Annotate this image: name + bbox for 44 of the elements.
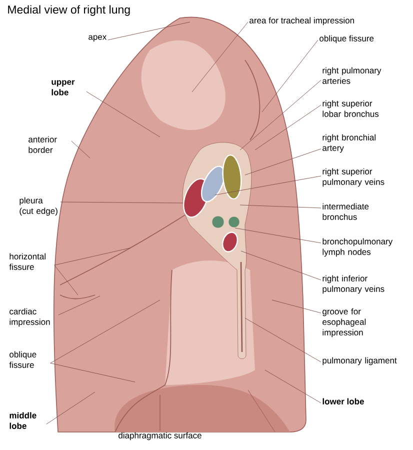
part-label: cardiac impression: [10, 308, 50, 327]
leader-line: [234, 228, 322, 244]
leader-line: [272, 300, 322, 314]
leader-line: [240, 204, 322, 208]
part-label: pulmonary ligament: [322, 357, 397, 366]
part-label: horizontal fissure: [9, 253, 46, 270]
leader-line: [240, 250, 322, 280]
part-label: oblique fissure: [9, 351, 36, 368]
part-label: upper lobe: [52, 80, 75, 96]
part-label: anterior border: [28, 136, 57, 153]
part-label: groove for esophageal impression: [322, 308, 366, 338]
part-label: diaphragmatic surface: [118, 432, 202, 440]
leader-line: [214, 176, 322, 196]
leader-line: [244, 318, 322, 362]
title: Medial view of right lung: [8, 5, 130, 16]
part-label: apex: [88, 35, 107, 42]
leader-line: [54, 264, 78, 296]
part-label: bronchopulmonary lymph nodes: [322, 238, 393, 257]
leader-line: [50, 300, 160, 364]
leader-line: [262, 40, 318, 112]
leader-line: [240, 80, 322, 150]
part-label: middle lobe: [10, 412, 36, 429]
leader-line: [71, 140, 90, 158]
leader-line: [254, 104, 322, 150]
leader-line: [50, 362, 136, 382]
leader-line: [46, 392, 96, 424]
part-label: intermediate bronchus: [322, 203, 369, 220]
leader-line: [264, 370, 322, 404]
leader-line: [54, 248, 130, 266]
leader-line: [108, 22, 190, 40]
leader-line: [244, 148, 322, 176]
part-label: pleura (cut edge): [20, 197, 58, 216]
part-label: right bronchial artery: [322, 134, 376, 153]
part-label: right pulmonary arteries: [322, 67, 382, 84]
part-label: lower lobe: [322, 398, 364, 404]
leader-line: [58, 296, 100, 316]
part-label: right superior pulmonary veins: [322, 168, 384, 187]
part-label: oblique fissure: [320, 35, 374, 44]
part-label: right inferior pulmonary veins: [322, 275, 384, 294]
part-label: right superior lobar bronchus: [322, 100, 379, 117]
leader-line: [60, 202, 184, 204]
part-label: area for tracheal impression: [250, 17, 354, 26]
leader-line: [192, 22, 248, 92]
leader-line: [86, 91, 160, 138]
